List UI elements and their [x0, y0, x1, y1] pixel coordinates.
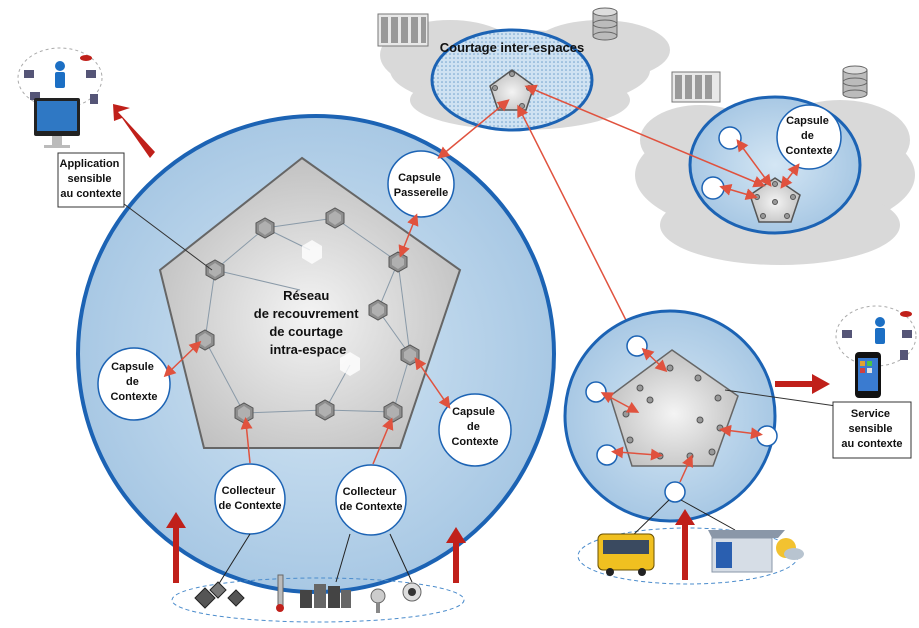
bus-stop-icon [708, 530, 804, 573]
capsule-left-circle [97, 347, 171, 421]
collecteur-1-circle [214, 463, 286, 535]
main-pentagon [158, 156, 462, 449]
capsule-passerelle-label: Capsule Passerelle [394, 172, 448, 199]
courtage-label: Courtage inter-espaces [440, 40, 585, 55]
application-pointer [107, 191, 213, 271]
hex-highlight-2 [340, 352, 360, 376]
collecteur-2-label: Collecteur de Contexte [340, 486, 403, 513]
database-icon [592, 7, 618, 41]
collecteur-1-label: Collecteur de Contexte [219, 485, 282, 512]
service-box [832, 401, 912, 459]
bottomright-links [600, 347, 763, 483]
capsule-topright-circle [776, 104, 842, 170]
sensor-icons [194, 574, 422, 613]
phone-icon [855, 352, 881, 398]
transport-links [627, 499, 736, 541]
capsule-topright-label: Capsule de Contexte [785, 115, 832, 157]
reseau-label: Réseau de recouvrement de courtage intra… [254, 288, 362, 357]
capsule-passerelle-circle [387, 150, 455, 218]
service-arrow [775, 374, 830, 394]
capsule-right-circle [438, 393, 512, 467]
hex-highlight [302, 240, 322, 264]
topright-node-1 [718, 126, 742, 150]
user-cluster-topleft [17, 47, 103, 109]
sensor-group-ellipse [171, 577, 465, 623]
main-space-links [163, 84, 766, 465]
database-icon-2 [842, 65, 868, 99]
bus-icon [597, 533, 655, 576]
capsule-left-label: Capsule de Contexte [110, 361, 157, 403]
main-arrows [113, 104, 466, 583]
monitor-icon [34, 98, 80, 148]
capsule-right-label: Capsule de Contexte [451, 406, 498, 448]
sensor-links [214, 533, 413, 591]
application-label: Application sensible au contexte [60, 158, 123, 200]
service-pointer [724, 389, 851, 409]
user-cluster-right [835, 305, 917, 367]
collecteur-2-circle [335, 464, 407, 536]
application-box [57, 152, 125, 208]
service-label: Service sensible au contexte [841, 408, 902, 450]
transport-arrows [675, 509, 695, 580]
server-rack-icon-2 [671, 71, 721, 103]
topright-node-2 [701, 176, 725, 200]
server-rack-icon [377, 13, 429, 47]
